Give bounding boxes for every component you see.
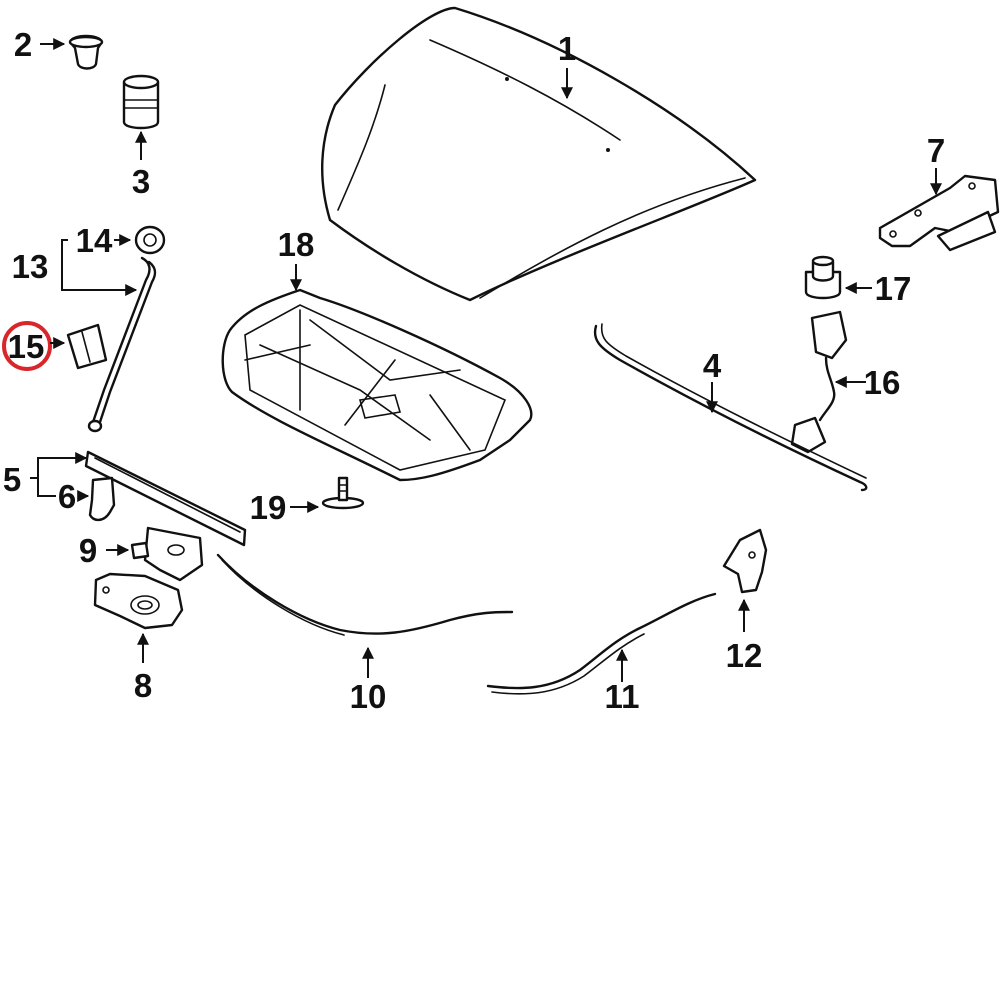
hood-grommet[interactable]	[134, 225, 166, 255]
callout-7: 7	[927, 132, 945, 169]
callout-3: 3	[132, 163, 150, 200]
callout-17: 17	[875, 270, 912, 307]
hood-seal[interactable]	[593, 323, 868, 492]
callout-8: 8	[134, 667, 152, 704]
hood-panel[interactable]	[321, 6, 757, 302]
leader-lines	[30, 38, 942, 682]
callout-2: 2	[14, 26, 32, 63]
hood-latch[interactable]	[93, 572, 184, 630]
hood-bumper-stop[interactable]	[122, 74, 160, 130]
seal-block[interactable]	[88, 476, 116, 522]
callout-4: 4	[703, 347, 722, 384]
callout-15: 15	[8, 328, 45, 365]
callout-12: 12	[726, 637, 763, 674]
callout-11: 11	[605, 678, 640, 715]
callout-6: 6	[58, 478, 76, 515]
hood-plug[interactable]	[68, 34, 104, 70]
callout-5: 5	[3, 461, 21, 498]
callout-19: 19	[250, 489, 287, 526]
hood-pad[interactable]	[66, 323, 108, 370]
hood-support-rod[interactable]	[87, 256, 157, 433]
hood-hinge[interactable]	[878, 174, 1000, 252]
callout-1: 1	[558, 30, 576, 67]
inner-release-cable[interactable]	[486, 592, 717, 695]
hood-bumper[interactable]	[804, 255, 842, 300]
callout-labels: 1 2 3 4 5 6 7 8 9 10 11 12 13 14 15 16 1…	[3, 26, 945, 715]
callout-10: 10	[350, 678, 387, 715]
hood-insulator[interactable]	[221, 288, 533, 482]
callout-13: 13	[12, 248, 49, 285]
callout-14: 14	[76, 222, 113, 259]
release-cable[interactable]	[216, 553, 514, 636]
callout-15-highlight-ring	[2, 321, 52, 371]
callout-16: 16	[864, 364, 901, 401]
hood-switch-harness[interactable]	[790, 310, 848, 454]
latch-bracket[interactable]	[130, 526, 204, 582]
insulator-clip[interactable]	[321, 476, 365, 510]
release-handle[interactable]	[722, 528, 768, 594]
callout-18: 18	[278, 226, 315, 263]
callout-9: 9	[79, 532, 97, 569]
